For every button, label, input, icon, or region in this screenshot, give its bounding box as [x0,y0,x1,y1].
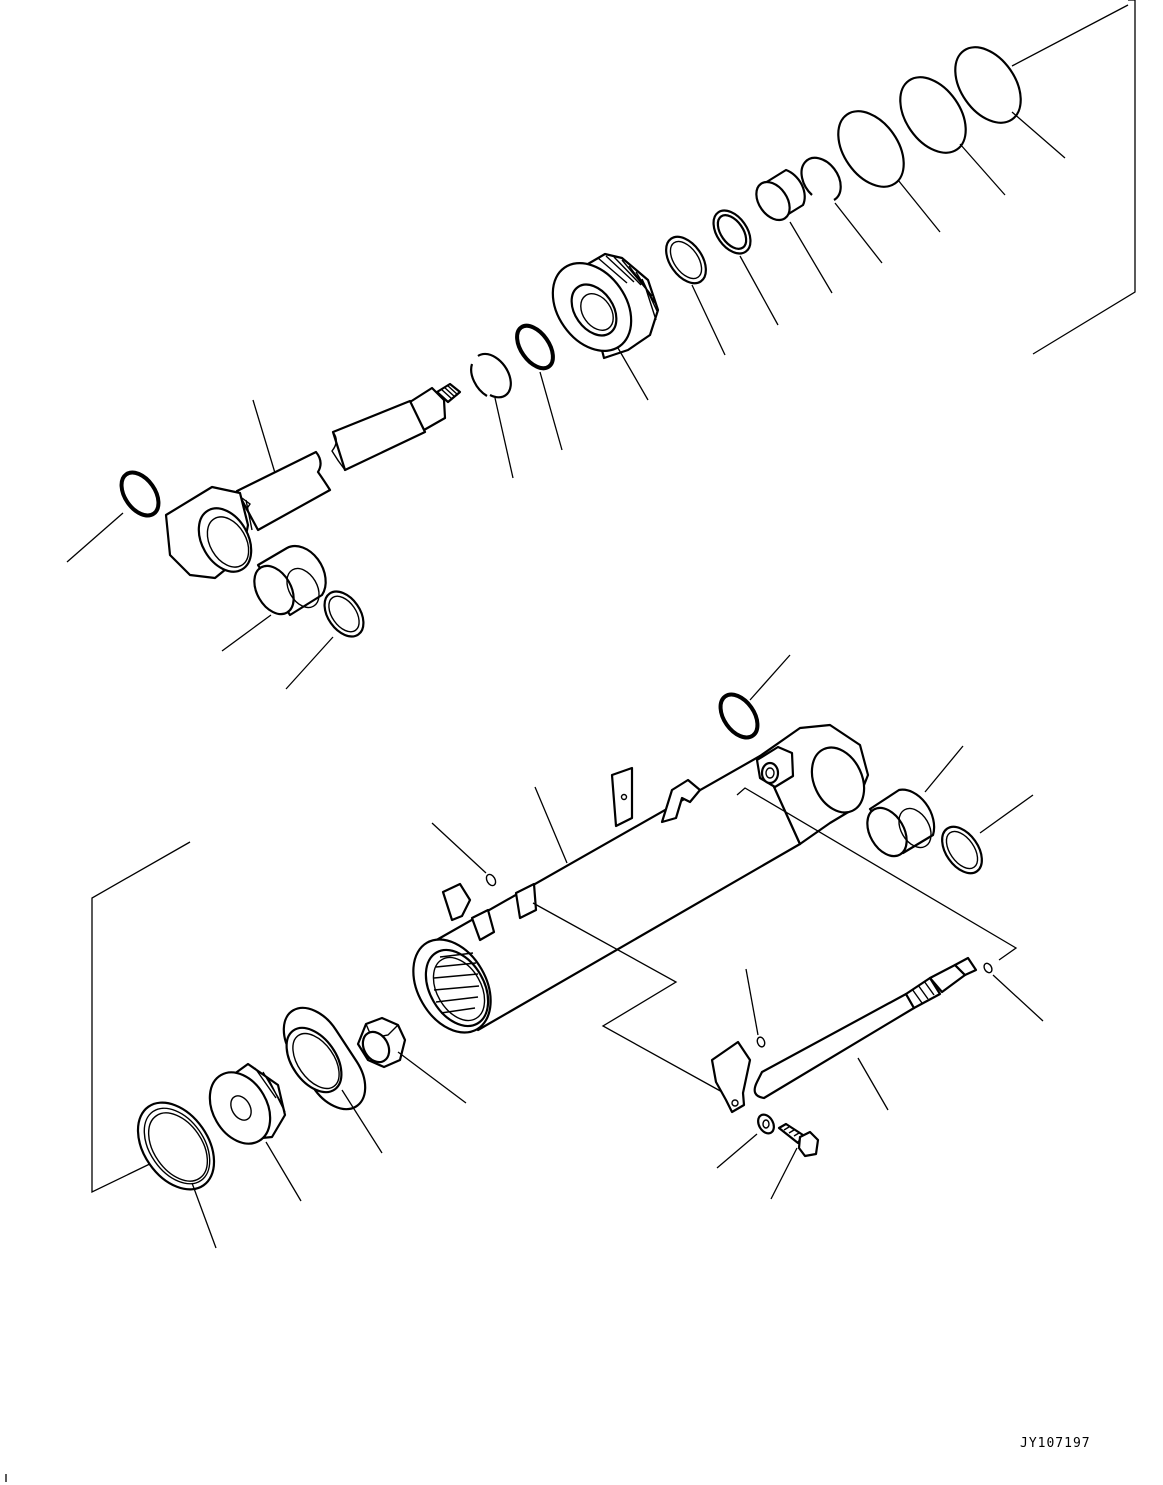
piston-ring [282,1006,383,1154]
cylinder-tube [412,723,870,1034]
tube-o-ring [431,822,497,887]
rod-eye-ring [285,590,365,690]
clamp-o-ring [745,968,766,1048]
large-ring-2 [899,76,1006,196]
bottom-dust-seal [718,654,791,740]
hose-connection-line [736,787,1018,961]
rod-eye-bushing [221,545,327,652]
hose-pipe [710,956,978,1114]
snap-ring-head [800,156,883,264]
piston-wear-ring [136,1101,217,1249]
large-ring-3 [837,110,941,233]
drawing-code: JY107197 [1020,1436,1091,1451]
washer [716,1113,775,1169]
cylinder-head [551,252,660,401]
large-ring-1 [954,46,1066,159]
piston-nut [356,1016,467,1104]
rod-snap-ring [470,352,514,479]
bottom-bushing [866,745,964,858]
piston-rod [164,382,462,580]
group-bracket-bottom [91,841,191,1194]
bottom-ring [941,794,1034,875]
group-bracket-top [1032,0,1136,355]
rod-eye-dust-seal [66,470,161,563]
head-seal-2 [665,235,726,356]
bolt [770,1122,820,1200]
group-bracket-top-link [1011,4,1129,67]
head-seal-1 [712,209,779,326]
bracket-connection-line [532,902,734,1099]
hose-o-ring [983,962,1044,1022]
piston [208,1062,302,1202]
rod-seal [515,323,563,451]
head-bushing [755,168,833,294]
